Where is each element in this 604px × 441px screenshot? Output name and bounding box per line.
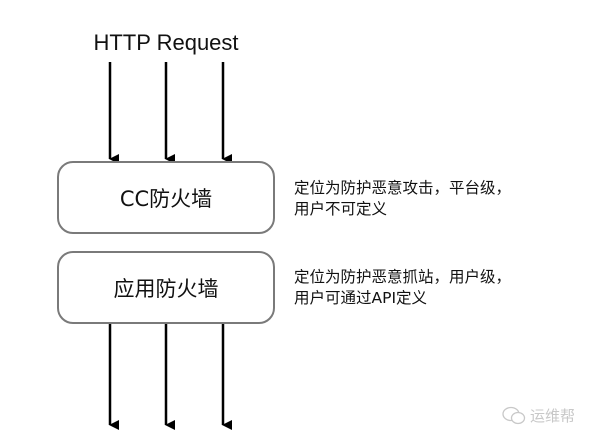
app-firewall-desc-line1: 定位为防护恶意抓站，用户级，	[294, 268, 512, 286]
cc-firewall-desc-line2: 用户不可定义	[294, 200, 388, 218]
cc-firewall-description: 定位为防护恶意攻击，平台级， 用户不可定义	[294, 178, 511, 220]
cc-firewall-box: CC防火墙	[57, 161, 275, 234]
app-firewall-desc-line2: 用户可通过API定义	[294, 289, 428, 307]
watermark: 运维帮	[502, 405, 575, 426]
cc-firewall-label: CC防火墙	[119, 186, 213, 211]
cc-firewall-desc-line1: 定位为防护恶意攻击，平台级，	[294, 179, 512, 197]
app-firewall-label: 应用防火墙	[113, 276, 219, 301]
wechat-icon	[502, 406, 526, 424]
watermark-text: 运维帮	[530, 407, 576, 425]
output-arrows	[108, 324, 232, 430]
app-firewall-box: 应用防火墙	[57, 251, 275, 324]
input-arrows	[108, 62, 232, 164]
app-firewall-description: 定位为防护恶意抓站，用户级， 用户可通过API定义	[294, 267, 511, 309]
http-request-label: HTTP Request	[93, 30, 239, 55]
